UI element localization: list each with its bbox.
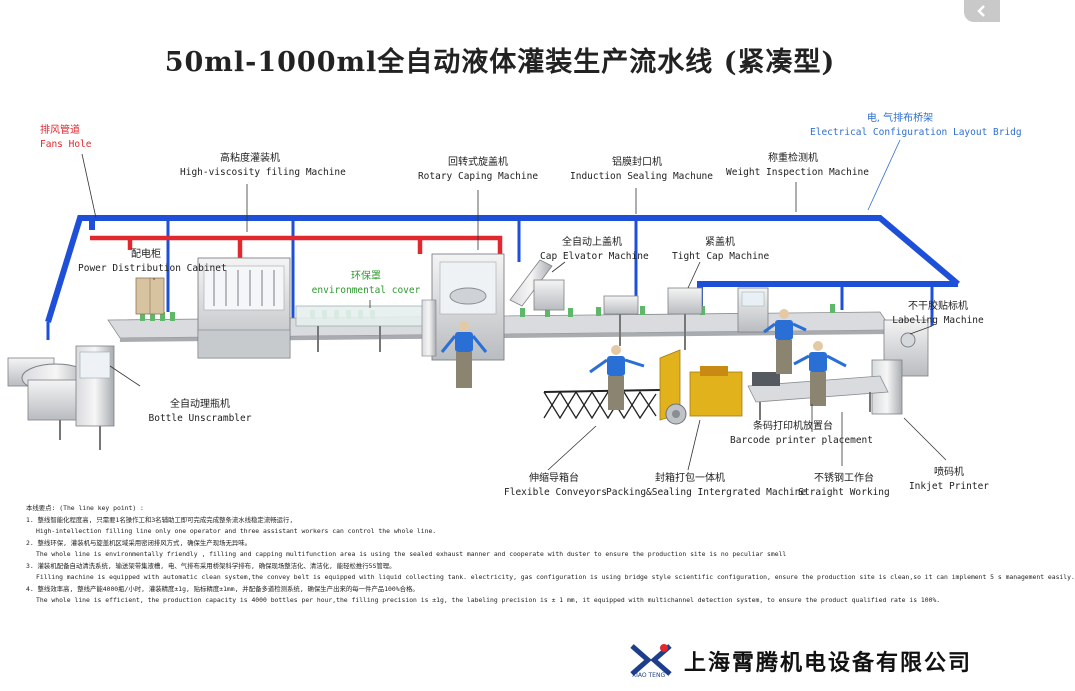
label-cap-elevator-cn: 全自动上盖机 [562, 237, 622, 248]
note-line: 本线要点: (The line key point) : [26, 504, 144, 512]
label-weight-inspection: 称重检测机 Weight Inspection Machine [726, 152, 869, 180]
label-barcode-printer: 条码打印机放置台 Barcode printer placement [730, 420, 873, 448]
label-high-viscosity: 高粘度灌装机 High-viscosity filing Machine [180, 152, 346, 180]
label-power-cabinet: 配电柜 Power Distribution Cabinet [78, 248, 227, 276]
label-environmental-cover: 环保罩 environmental cover [306, 270, 426, 298]
weight-inspection-machine [737, 287, 769, 333]
label-rotary-caping-en: Rotary Caping Machine [417, 171, 539, 182]
note-line: The whole line is efficient, the product… [36, 596, 941, 604]
packing-sealing-machine [659, 349, 743, 425]
label-labeling-cn: 不干胶贴标机 [908, 301, 968, 312]
label-bottle-unscrambler-en: Bottle Unscrambler [148, 413, 252, 424]
label-tight-cap: 紧盖机 Tight Cap Machine [672, 236, 770, 264]
label-bottle-unscrambler-cn: 全自动理瓶机 [170, 399, 230, 410]
label-weight-inspection-en: Weight Inspection Machine [726, 167, 869, 178]
label-tight-cap-en: Tight Cap Machine [672, 251, 770, 262]
label-straight-working: 不锈钢工作台 Straight Working [796, 472, 892, 500]
label-electrical-config-cn: 电, 气排布桥架 [866, 113, 934, 124]
production-line-illustration [7, 139, 960, 471]
label-straight-working-cn: 不锈钢工作台 [814, 473, 874, 484]
note-line: 1. 整线智能化程度高, 只需要1名操作工和3名辅助工即可完成完成整条流水线稳定… [26, 515, 294, 524]
chevron-left-icon [977, 5, 985, 17]
worker-capping [440, 321, 488, 388]
label-cap-elevator: 全自动上盖机 Cap Elvator Machine [540, 236, 649, 264]
label-barcode-printer-en: Barcode printer placement [730, 435, 873, 446]
flexible-conveyor [543, 389, 661, 420]
label-high-viscosity-cn: 高粘度灌装机 [220, 153, 280, 164]
label-electrical-config: 电, 气排布桥架 Electrical Configuration Layout… [810, 112, 1022, 140]
induction-sealing-machine [603, 295, 639, 346]
label-induction-sealing-en: Induction Sealing Machune [570, 171, 713, 182]
label-electrical-config-en: Electrical Configuration Layout Bridg [810, 127, 1022, 138]
worker-working-table [793, 341, 847, 406]
company-name: 上海霄腾机电设备有限公司 [684, 650, 973, 676]
note-line: Filling machine is equipped with automat… [36, 573, 1075, 581]
label-environmental-cover-cn: 环保罩 [351, 271, 381, 282]
label-fans-hole-en: Fans Hole [40, 139, 92, 150]
key-points-notes: 本线要点: (The line key point) : 1. 整线智能化程度高… [26, 503, 1075, 607]
label-flexible-conveyors: 伸缩导箱台 Flexible Conveyors [504, 472, 607, 500]
label-induction-sealing-cn: 铝膜封口机 [612, 157, 662, 168]
workers [440, 309, 847, 410]
note-line: 3. 灌装机配备自动清洗系统, 输送架带集液槽, 电、气排布采用桥架科学排布, … [26, 561, 396, 570]
high-viscosity-filling-machine [197, 257, 291, 359]
label-power-cabinet-en: Power Distribution Cabinet [78, 263, 227, 274]
label-labeling-en: Labeling Machine [892, 315, 984, 326]
label-straight-working-en: Straight Working [798, 487, 890, 498]
label-tight-cap-cn: 紧盖机 [705, 237, 735, 248]
note-line: High-intellection filling line only one … [36, 527, 437, 535]
label-bottle-unscrambler: 全自动理瓶机 Bottle Unscrambler [148, 398, 252, 426]
label-inkjet-printer-en: Inkjet Printer [908, 481, 990, 492]
label-cap-elevator-en: Cap Elvator Machine [540, 251, 649, 262]
label-fans-hole-cn: 排风管道 [40, 125, 80, 136]
label-rotary-caping: 回转式旋盖机 Rotary Caping Machine [410, 156, 546, 184]
diagram-stage: 50ml-1000ml全自动液体灌装生产流水线 (紧凑型) [7, 0, 1075, 679]
tight-cap-machine [667, 287, 703, 350]
electrical-bridge-frame [45, 215, 960, 340]
cap-elevator-machine [509, 259, 565, 311]
worker-weighing [763, 309, 807, 374]
note-line: 4. 整线效率高, 整线产能4000瓶/小时, 灌装精度±1g, 贴标精度±1m… [26, 584, 419, 593]
logo-text: XIAO TENG [632, 672, 666, 679]
label-fans-hole: 排风管道 Fans Hole [40, 124, 91, 152]
worker-packing [589, 345, 645, 410]
page-title: 50ml-1000ml全自动液体灌装生产流水线 (紧凑型) [164, 47, 836, 78]
note-line: The whole line is environmentally friend… [36, 550, 787, 558]
note-line: 2. 整线环保, 灌装机与旋盖机区域采用密闭排风方式, 确保生产现场无异味。 [26, 538, 252, 547]
label-inkjet-printer: 喷码机 Inkjet Printer [904, 466, 994, 494]
label-labeling: 不干胶贴标机 Labeling Machine [888, 300, 988, 328]
label-flexible-conveyors-cn: 伸缩导箱台 [529, 473, 579, 484]
label-rotary-caping-cn: 回转式旋盖机 [448, 157, 508, 168]
label-inkjet-printer-cn: 喷码机 [934, 467, 964, 478]
label-high-viscosity-en: High-viscosity filing Machine [180, 167, 346, 178]
label-flexible-conveyors-en: Flexible Conveyors [504, 487, 607, 498]
power-distribution-cabinet [135, 277, 165, 315]
company-logo-icon [630, 644, 672, 676]
corner-back-button[interactable] [964, 0, 1000, 22]
bottle-unscrambler-machine [7, 345, 115, 450]
label-weight-inspection-cn: 称重检测机 [768, 153, 818, 164]
leader-lines [81, 139, 947, 471]
label-packing-sealing: 封箱打包一体机 Packing&Sealing Intergrated Mach… [606, 472, 807, 500]
label-environmental-cover-en: environmental cover [311, 285, 421, 296]
label-power-cabinet-cn: 配电柜 [131, 249, 161, 260]
label-barcode-printer-cn: 条码打印机放置台 [753, 421, 833, 432]
label-packing-sealing-cn: 封箱打包一体机 [655, 473, 725, 484]
label-induction-sealing: 铝膜封口机 Induction Sealing Machune [570, 156, 713, 184]
label-packing-sealing-en: Packing&Sealing Intergrated Machine [606, 487, 807, 498]
